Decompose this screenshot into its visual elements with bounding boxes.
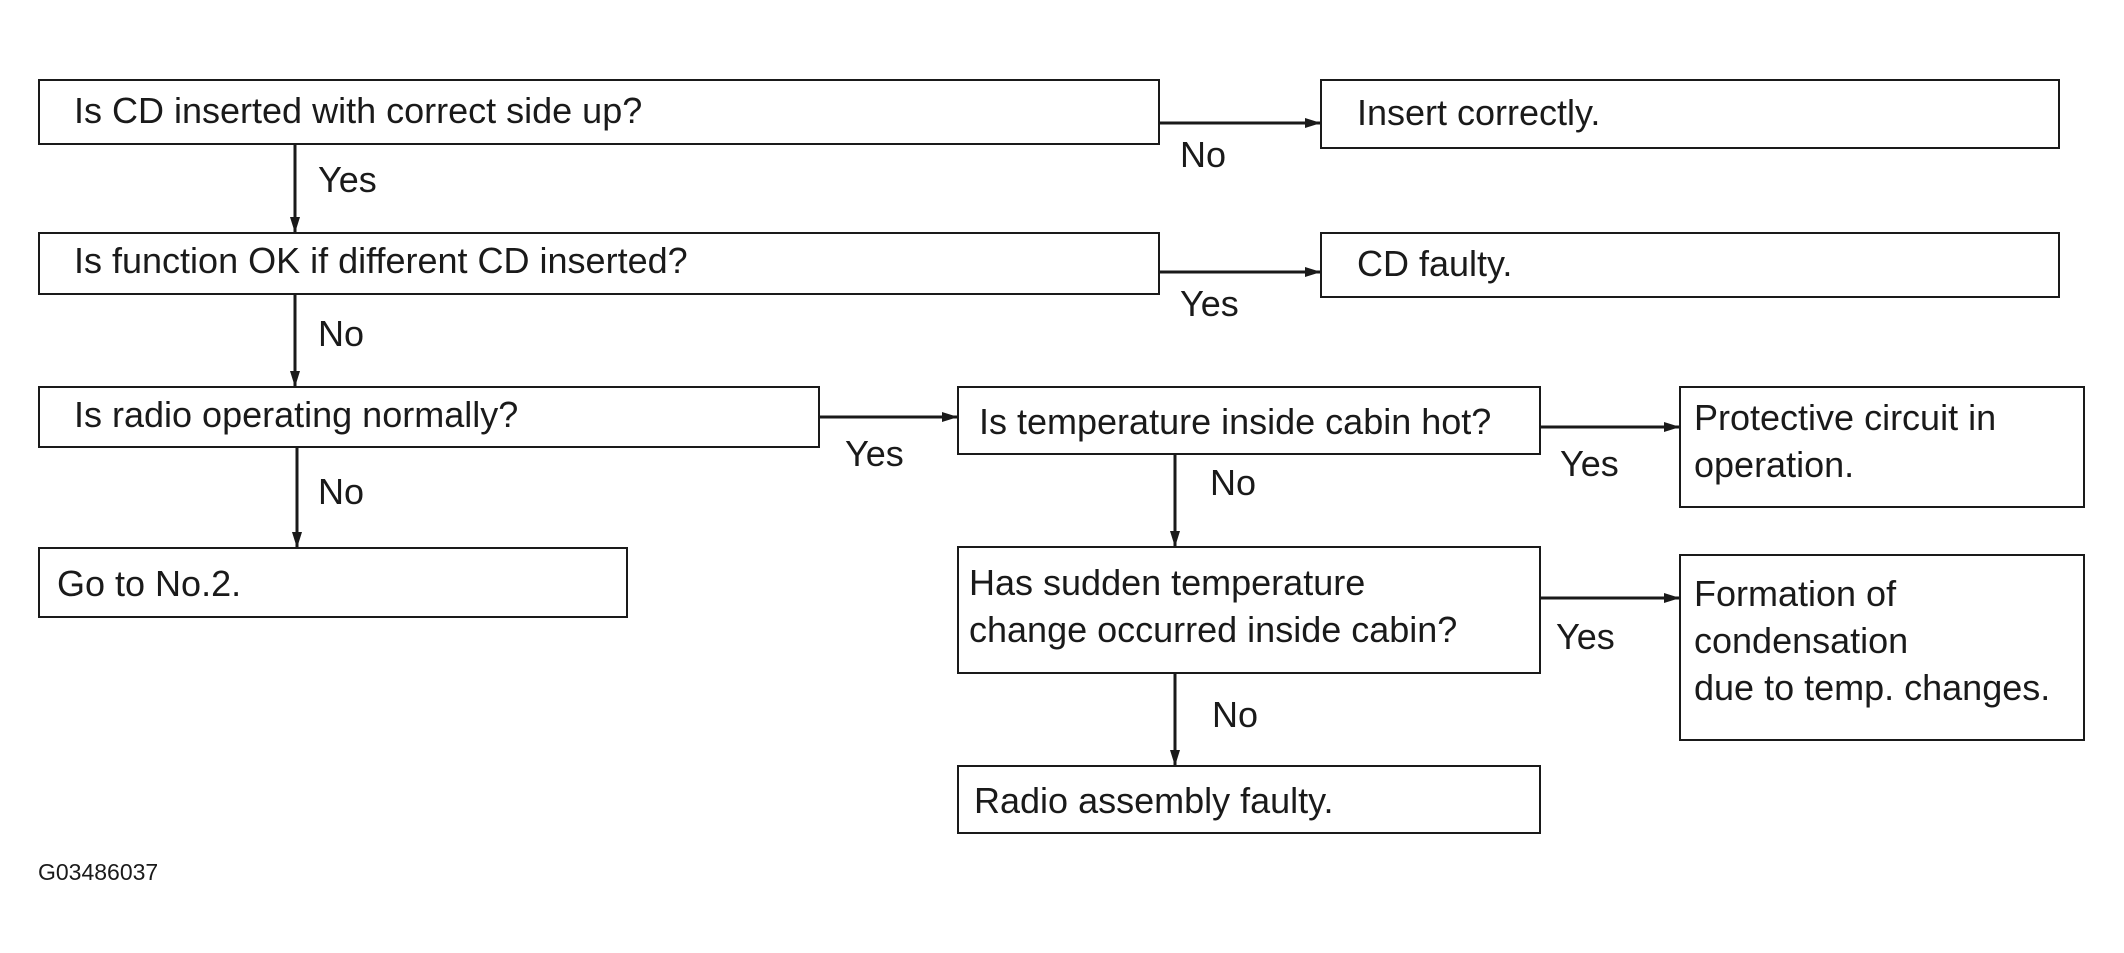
label-yes-3: Yes [845, 433, 904, 474]
label-yes-1: Yes [318, 159, 377, 200]
answer-cd-faulty: CD faulty. [1320, 232, 2060, 298]
label-yes-2: Yes [1180, 283, 1239, 324]
answer-insert-correctly: Insert correctly. [1320, 79, 2060, 149]
question-sudden-temp-change: Has sudden temperature change occurred i… [957, 546, 1541, 674]
question-cabin-hot: Is temperature inside cabin hot? [957, 386, 1541, 455]
label-no-1: No [1180, 134, 1227, 175]
question-cd-correct-side: Is CD inserted with correct side up? [38, 79, 1160, 145]
label-no-2: No [318, 313, 365, 354]
answer-radio-assembly-faulty: Radio assembly faulty. [957, 765, 1541, 834]
label-no-5: No [1212, 694, 1259, 735]
label-yes-4: Yes [1560, 443, 1619, 484]
question-different-cd: Is function OK if different CD inserted? [38, 232, 1160, 295]
label-no-3: No [318, 471, 365, 512]
answer-condensation: Formation of condensation due to temp. c… [1679, 554, 2085, 741]
figure-code: G03486037 [38, 859, 159, 885]
question-radio-normal: Is radio operating normally? [38, 386, 820, 448]
answer-protective-circuit: Protective circuit in operation. [1679, 386, 2085, 508]
answer-go-to-no2: Go to No.2. [38, 547, 628, 618]
label-no-4: No [1210, 462, 1257, 503]
label-yes-5: Yes [1556, 616, 1615, 657]
